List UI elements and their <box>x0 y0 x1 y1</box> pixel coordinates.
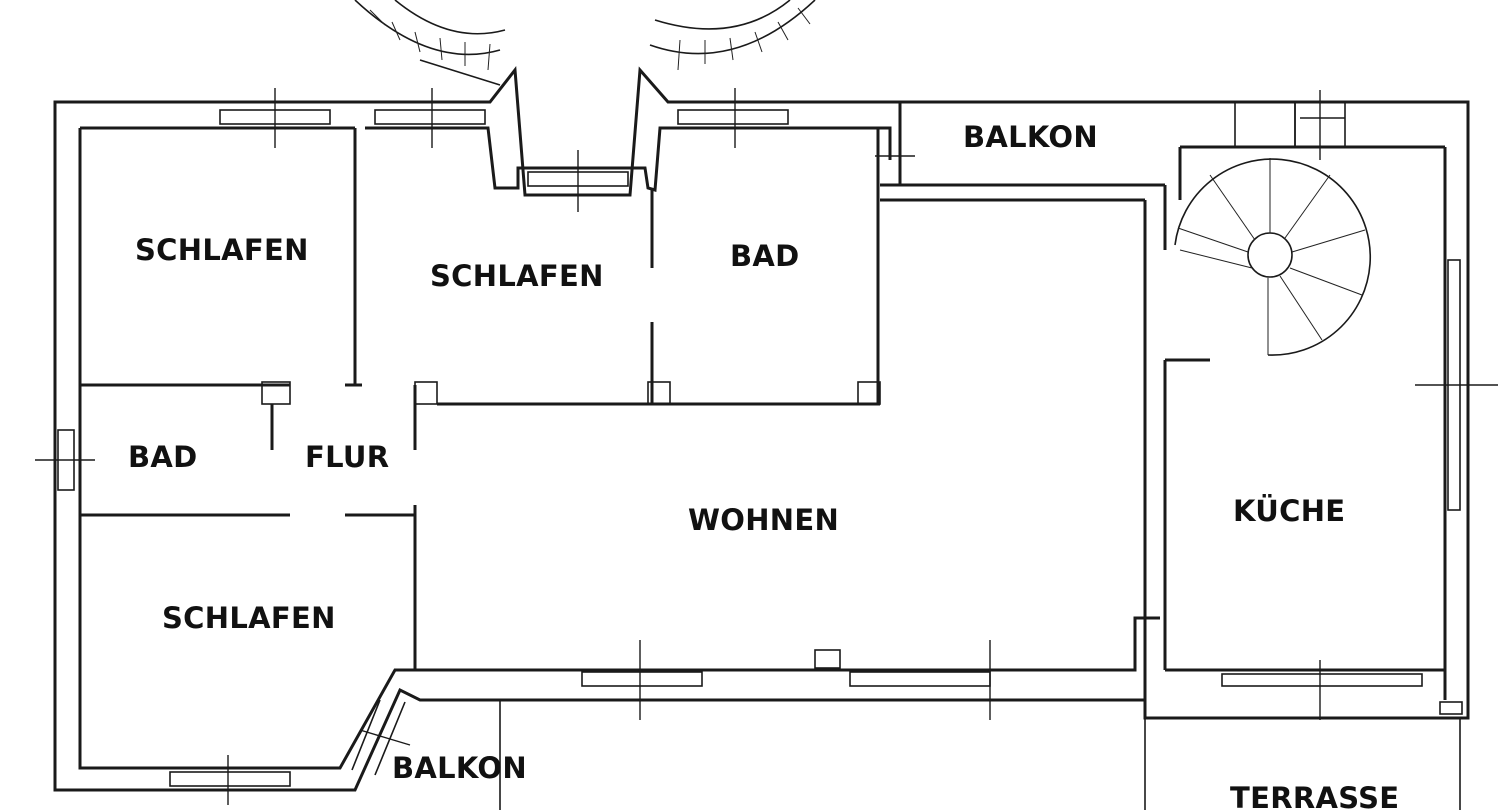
windows <box>57 109 1461 787</box>
stair-top <box>354 0 816 86</box>
interior-walls <box>80 128 1445 700</box>
balcony-top-walls <box>880 101 1447 700</box>
room-label-schlafen-1: SCHLAFEN <box>135 233 309 267</box>
terrace-outline <box>499 700 1463 810</box>
spiral-stair <box>1174 90 1371 356</box>
room-label-balkon-bottom: BALKON <box>392 751 527 785</box>
room-label-terrasse: TERRASSE <box>1230 781 1400 810</box>
room-label-bad-2: BAD <box>128 440 198 474</box>
room-label-bad-1: BAD <box>730 239 800 273</box>
room-label-kueche: KÜCHE <box>1233 494 1346 528</box>
room-label-balkon-top: BALKON <box>963 120 1098 154</box>
room-label-schlafen-3: SCHLAFEN <box>162 601 336 635</box>
room-label-wohnen: WOHNEN <box>688 503 840 537</box>
room-label-schlafen-2: SCHLAFEN <box>430 259 604 293</box>
outer-walls <box>53 66 1470 792</box>
room-label-flur: FLUR <box>305 440 390 474</box>
wall-ticks <box>35 88 1498 805</box>
